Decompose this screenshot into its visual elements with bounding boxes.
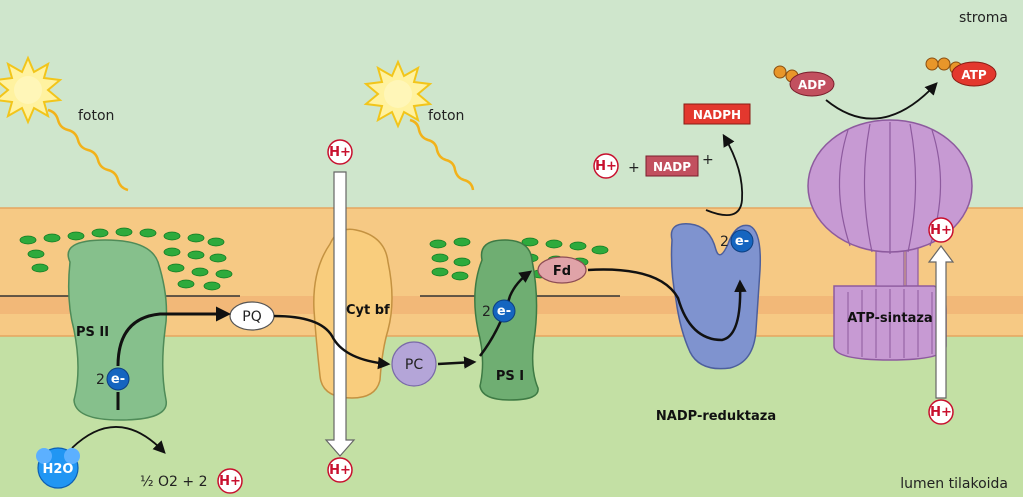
nadph-label: NADPH [693, 108, 741, 122]
lumen-label: lumen tilakoida [900, 476, 1008, 492]
hplus-badge-bottom: H+ [327, 457, 353, 483]
water-label: H2O [43, 462, 74, 477]
atp-molecule [951, 61, 997, 87]
hplus-text-nadp: H+ [595, 159, 617, 174]
electron-psii-count: 2 [96, 372, 105, 388]
hplus-text-top: H+ [329, 145, 351, 160]
photosystem-ii [67, 239, 168, 421]
proton-arrow-down [324, 171, 356, 457]
nadp-to-nadph-arrow [705, 133, 744, 217]
nadp-reductase-label: NADP-reduktaza [656, 409, 776, 424]
electron-psi: 2 e- [482, 299, 516, 323]
nadp-plus-sign: + [628, 160, 640, 176]
pc-label: PC [405, 357, 423, 373]
hplus-text-bottom: H+ [329, 463, 351, 478]
ps1-label: PS I [496, 369, 524, 384]
plastocyanin [391, 341, 437, 387]
electron-reductase-count: 2 [720, 234, 729, 250]
atp-synthase-label: ATP-sintaza [847, 311, 932, 326]
proton-arrow-up [927, 245, 955, 399]
electron-path-pq-cyt [273, 314, 391, 370]
cyt-label: Cyt bf [346, 303, 390, 318]
photon-wave-1 [47, 108, 129, 192]
electron-psi-symbol: e- [497, 304, 511, 319]
sun-icon-2 [363, 59, 433, 129]
electron-path-psi [479, 270, 533, 357]
photon-label-1: foton [78, 108, 114, 124]
hplus-badge-oxygen: H+ [217, 468, 243, 494]
nadp-box [645, 155, 699, 177]
ferredoxin [537, 256, 587, 284]
hplus-badge-nadp: H+ [593, 153, 619, 179]
hplus-text-oxygen: H+ [219, 474, 241, 489]
atp-synthase-head [807, 119, 973, 254]
antenna-complex-left [19, 227, 233, 291]
atp-synthase-ridges [847, 289, 933, 358]
nadp-label: NADP [653, 160, 691, 174]
stroma-label: stroma [959, 10, 1008, 26]
adp-molecule [789, 71, 835, 97]
nadp-reductase [670, 223, 762, 370]
electron-psii: 2 e- [96, 367, 130, 391]
electron-path-psii [116, 306, 231, 367]
hplus-badge-top: H+ [327, 139, 353, 165]
photon-wave-2 [409, 118, 475, 191]
electron-psii-symbol: e- [111, 372, 125, 387]
hplus-badge-atp-bottom: H+ [928, 399, 954, 425]
water-molecule: H2O [36, 447, 80, 489]
electron-reductase-symbol: e- [735, 234, 749, 249]
atp-label: ATP [961, 68, 987, 82]
hplus-text-atp-top: H+ [930, 223, 952, 238]
ps2-label: PS II [76, 325, 109, 340]
electron-path-fd-reductase [587, 268, 747, 342]
sun-icon-1 [0, 55, 63, 125]
fd-label: Fd [553, 264, 571, 279]
adp-label: ADP [798, 78, 826, 92]
oxygen-label: ½ O2 + 2 [140, 474, 207, 490]
water-splitting-arrow [71, 426, 166, 454]
pq-label: PQ [242, 309, 261, 325]
electron-psi-count: 2 [482, 304, 491, 320]
electron-reductase: 2 e- [720, 229, 754, 253]
electron-path-pc-psi [437, 356, 477, 369]
photon-label-2: foton [428, 108, 464, 124]
adp-to-atp-arrow [825, 82, 938, 120]
hplus-text-atp-bottom: H+ [930, 405, 952, 420]
nadp-charge: + [702, 152, 714, 168]
hplus-badge-atp-top: H+ [928, 217, 954, 243]
nadph-box [683, 103, 751, 125]
